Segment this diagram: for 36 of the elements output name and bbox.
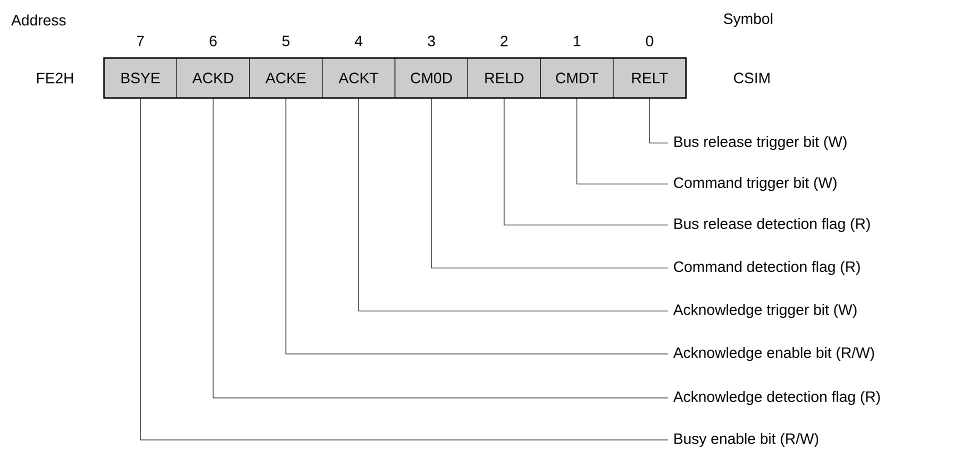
leader-line <box>140 98 668 440</box>
register-cell: BSYE <box>104 58 178 98</box>
bit-description: Acknowledge enable bit (R/W) <box>673 347 874 361</box>
leader-line <box>286 98 668 354</box>
register-cell: ACKD <box>176 58 250 98</box>
bit-description: Acknowledge detection flag (R) <box>673 391 880 405</box>
leader-line <box>431 98 668 268</box>
register-cell: RELD <box>467 58 541 98</box>
bit-number: 1 <box>574 36 580 46</box>
register-cell: ACKE <box>249 58 323 98</box>
leader-line <box>504 98 668 226</box>
bit-description: Bus release trigger bit (W) <box>674 136 846 150</box>
bit-number: 2 <box>500 36 508 46</box>
symbol-label: CSIM <box>734 72 770 84</box>
leader-line <box>649 98 668 144</box>
bit-number: 7 <box>137 36 144 46</box>
leader-line <box>576 98 668 184</box>
register-cell: CM0D <box>394 58 468 98</box>
register-cell: ACKT <box>322 58 396 98</box>
bit-number: 5 <box>282 36 290 46</box>
bit-description: Command trigger bit (W) <box>674 177 836 191</box>
bit-number: 6 <box>210 36 217 46</box>
address-label: FE2H <box>37 72 73 84</box>
bit-number: 4 <box>354 36 362 46</box>
heading-label: Address <box>11 14 66 26</box>
bit-description: Command detection flag (R) <box>674 261 860 275</box>
bit-description: Acknowledge trigger bit (W) <box>673 304 856 318</box>
heading-label: Symbol <box>724 13 772 27</box>
leader-line <box>358 98 668 312</box>
register-cell: CMDT <box>540 58 614 98</box>
register-cell: RELT <box>612 58 686 98</box>
leader-line <box>212 98 668 398</box>
bit-number: 3 <box>428 36 435 46</box>
bit-number: 0 <box>646 36 654 46</box>
bit-description: Busy enable bit (R/W) <box>674 433 818 447</box>
bit-description: Bus release detection flag (R) <box>674 218 870 232</box>
